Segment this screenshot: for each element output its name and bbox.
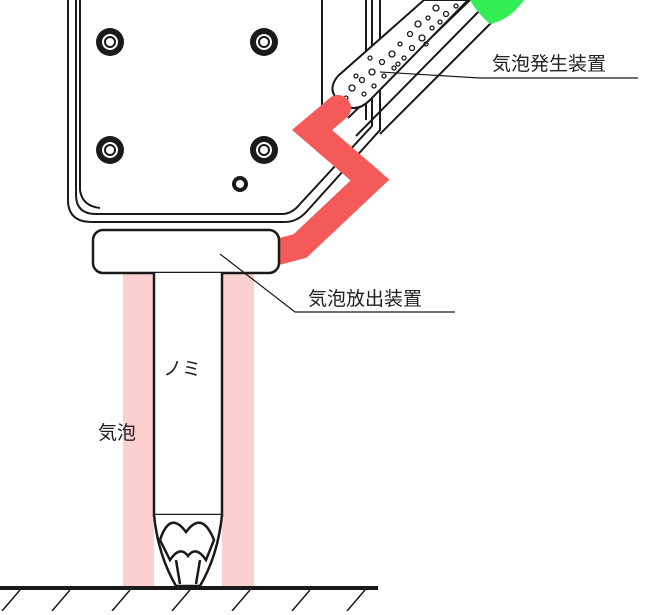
label-bubble-emitter: 気泡放出装置	[308, 288, 423, 310]
label-bubble-generator: 気泡発生装置	[492, 53, 607, 75]
bubble-emitter	[91, 228, 281, 275]
bolt-icon	[232, 176, 248, 192]
leader-lines	[219, 71, 638, 313]
bubble-zone-right	[222, 272, 254, 586]
bolt-icon	[250, 136, 278, 164]
bolt-icon	[96, 136, 124, 164]
label-bubbles: 気泡	[98, 422, 137, 444]
red-pipe	[249, 95, 390, 269]
ground-hatch-icon	[1, 589, 366, 612]
green-pipe	[470, 0, 524, 24]
chisel	[152, 273, 224, 588]
bolt-icon	[96, 28, 124, 56]
label-chisel: ノミ	[163, 358, 202, 380]
bubble-zone-left	[123, 272, 154, 586]
bolt-icon	[250, 28, 278, 56]
bubble-dots-icon	[343, 3, 459, 101]
